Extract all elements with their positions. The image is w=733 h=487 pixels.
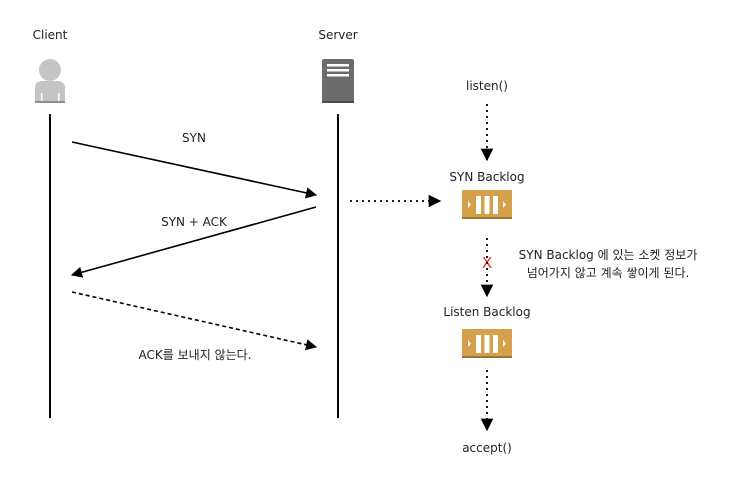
listen-backlog-label: Listen Backlog <box>443 305 531 319</box>
listen-call-label: listen() <box>466 79 508 93</box>
syn-ack-message-label: SYN + ACK <box>161 215 227 229</box>
syn-ack-arrow <box>70 206 317 278</box>
user-icon <box>35 59 65 103</box>
accept-call-label: accept() <box>462 441 512 455</box>
ack-dashed-arrow <box>71 291 318 351</box>
ack-not-sent-label: ACK를 보내지 않는다. <box>138 348 252 362</box>
syn-message-label: SYN <box>182 131 206 145</box>
server-icon <box>322 59 354 103</box>
syn-arrow <box>71 141 318 199</box>
client-label: Client <box>32 28 68 42</box>
backlog-note: SYN Backlog 에 있는 소켓 정보가 넘어가지 않고 계속 쌓이게 된… <box>519 246 698 282</box>
server-label: Server <box>318 28 358 42</box>
syn-backlog-queue-icon <box>462 190 512 219</box>
backlog-note-line2: 넘어가지 않고 계속 쌓이게 된다. <box>526 266 690 280</box>
syn-backlog-label: SYN Backlog <box>449 170 525 184</box>
listen-backlog-queue-icon <box>462 329 512 358</box>
backlog-note-line1: SYN Backlog 에 있는 소켓 정보가 <box>518 248 698 262</box>
